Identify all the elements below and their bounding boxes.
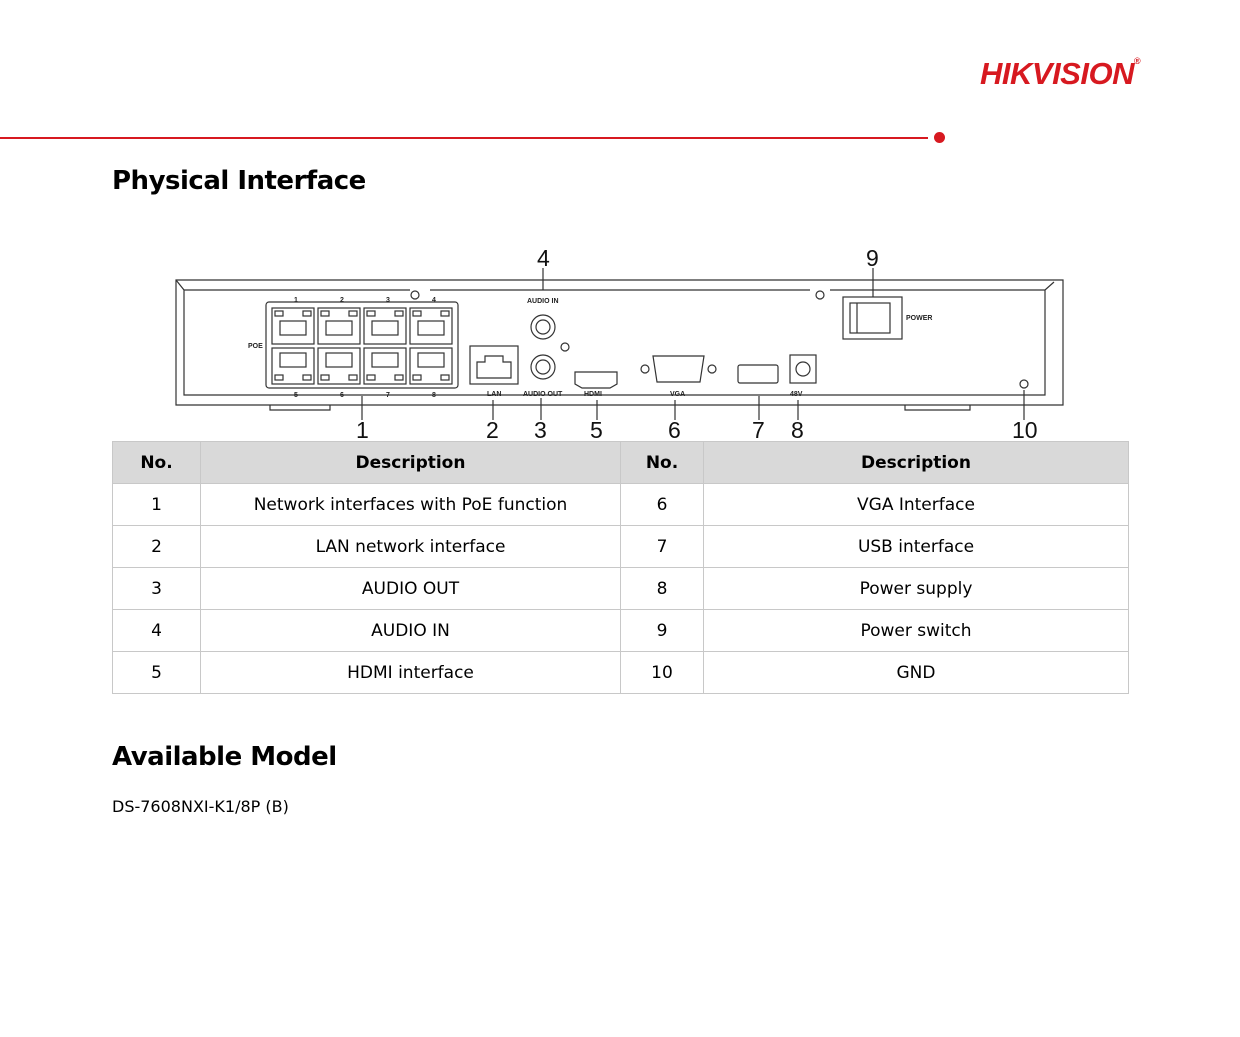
section-title-physical-interface: Physical Interface [112, 166, 366, 196]
callout-7: 7 [752, 417, 765, 443]
callout-2: 2 [486, 417, 499, 443]
description-cell: USB interface [703, 525, 1129, 568]
audio-in-label: AUDIO IN [527, 298, 559, 305]
number-cell: 8 [620, 567, 704, 610]
description-cell: Power switch [703, 609, 1129, 652]
vga-label: VGA [670, 391, 685, 398]
audio-out-label: AUDIO OUT [523, 391, 563, 398]
number-cell: 9 [620, 609, 704, 652]
callout-1: 1 [356, 417, 369, 443]
section-title-available-model: Available Model [112, 742, 337, 772]
lan-label: LAN [487, 391, 501, 398]
callout-8: 8 [791, 417, 804, 443]
description-cell: AUDIO OUT [200, 567, 621, 610]
header-no: No. [112, 441, 201, 484]
number-cell: 10 [620, 651, 704, 694]
callout-10: 10 [1012, 417, 1038, 443]
description-cell: VGA Interface [703, 483, 1129, 526]
header-no: No. [620, 441, 704, 484]
poe-port [317, 307, 361, 345]
table-header-row: No. Description No. Description [112, 441, 1129, 484]
header-description: Description [703, 441, 1129, 484]
description-cell: GND [703, 651, 1129, 694]
callout-6: 6 [668, 417, 681, 443]
poe-label: POE [248, 343, 263, 350]
description-cell: Power supply [703, 567, 1129, 610]
number-cell: 2 [112, 525, 201, 568]
number-cell: 4 [112, 609, 201, 652]
hdmi-label: HDMI [584, 391, 602, 398]
poe-port [409, 307, 453, 345]
port-number: 8 [432, 392, 436, 399]
header-divider-dot [934, 132, 945, 143]
port-number: 2 [340, 297, 344, 304]
port-number: 6 [340, 392, 344, 399]
poe-port [363, 307, 407, 345]
number-cell: 7 [620, 525, 704, 568]
callout-9: 9 [866, 245, 879, 271]
port-number: 4 [432, 297, 436, 304]
power-label: POWER [906, 315, 932, 322]
port-number: 1 [294, 297, 298, 304]
number-cell: 5 [112, 651, 201, 694]
header-description: Description [200, 441, 621, 484]
poe-port [317, 347, 361, 385]
description-cell: Network interfaces with PoE function [200, 483, 621, 526]
number-cell: 1 [112, 483, 201, 526]
callout-4: 4 [537, 245, 550, 271]
hikvision-logo: HIKVISION® [980, 56, 1141, 91]
description-cell: HDMI interface [200, 651, 621, 694]
port-number: 7 [386, 392, 390, 399]
poe-port [271, 307, 315, 345]
poe-port [363, 347, 407, 385]
description-cell: AUDIO IN [200, 609, 621, 652]
header-divider [0, 137, 928, 139]
description-cell: LAN network interface [200, 525, 621, 568]
poe-port [409, 347, 453, 385]
callout-5: 5 [590, 417, 603, 443]
number-cell: 3 [112, 567, 201, 610]
number-cell: 6 [620, 483, 704, 526]
dc-label: 48V [790, 391, 803, 398]
callout-3: 3 [534, 417, 547, 443]
model-number: DS-7608NXI-K1/8P (B) [112, 797, 289, 816]
port-number: 3 [386, 297, 390, 304]
port-number: 5 [294, 392, 298, 399]
poe-port [271, 347, 315, 385]
